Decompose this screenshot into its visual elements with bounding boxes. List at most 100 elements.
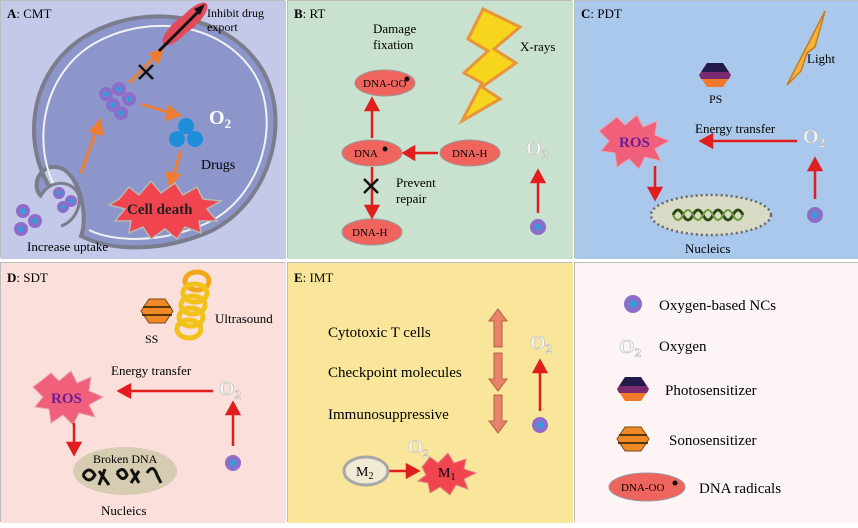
prevent-repair-line1: Prevent [396,175,436,190]
pdt-ros-burst [598,114,671,170]
legend-nc-icon [624,295,642,313]
panel-rt-canvas: B: RT Damage fixation X-rays DNA-OO DNA … [288,1,573,259]
panel-pdt-title: C: PDT [581,6,622,21]
prevent-repair-line2: repair [396,191,427,206]
light-label: Light [807,51,836,66]
panel-rt-title: B: RT [294,6,325,21]
inhibit-label-line1: Inhibit drug [207,6,264,20]
cell-death-label: Cell death [127,202,193,218]
damage-fixation-line2: fixation [373,37,414,52]
rt-dna-oo-radical-dot [404,76,410,82]
panel-imt: E: IMT Cytotoxic T cells Checkpoint mole… [287,262,573,523]
m2-label: M2 [356,465,373,482]
nc-cluster-outside [14,204,42,236]
panel-pdt: C: PDT Light PS Energy transfer ROS O2 [574,0,858,259]
panel-imt-title: E: IMT [294,270,333,285]
sdt-energy-transfer-label: Energy transfer [111,363,192,378]
sdt-nc-icon [225,455,241,471]
increase-uptake-label: Increase uptake [27,239,108,254]
legend-oxygen-label: Oxygen [659,339,707,355]
legend-dna-oo-label: DNA-OO [621,482,664,494]
blocked-export-x [138,64,154,80]
pdt-dna-helix [671,208,745,222]
ultrasound-waves-icon [174,269,212,341]
inhibit-label-line2: export [207,20,238,34]
imt-o2-mid-label: O2 [408,437,429,460]
cell-membrane [31,14,278,250]
sdt-nucleics-label: Nucleics [101,503,146,518]
cell-death-burst [107,179,224,241]
panel-cmt-title: A: CMT [7,6,51,21]
legend-sonosensitizer-icon [616,426,650,452]
pdt-nc-icon [807,207,823,223]
checkpoint-molecules-label: Checkpoint molecules [328,365,462,381]
imt-o2-right-label: O2 [530,332,552,356]
up-arrow-icon [488,308,508,348]
pdt-o2-label: O2 [803,126,825,150]
ps-label: PS [709,92,722,106]
rt-dna-h-right-label: DNA-H [452,148,487,160]
panel-pdt-canvas: C: PDT Light PS Energy transfer ROS O2 [575,1,858,259]
legend-photosensitizer-icon [617,377,649,401]
panel-cmt-canvas: Inhibit drug export O2 Drugs Cell death … [1,1,286,259]
nc-cluster-pocket [53,187,77,213]
sdt-ros-label: ROS [51,391,82,407]
sdt-ros-burst [32,370,105,426]
pdt-ros-label: ROS [619,135,650,151]
rt-dna-h-bottom-label: DNA-H [352,227,387,239]
pdt-nucleics-label: Nucleics [685,241,730,256]
nc-cluster-center [99,82,136,120]
sdt-o2-label: O2 [219,378,241,402]
xrays-label: X-rays [520,39,555,54]
rt-dna-label: DNA [354,148,378,160]
drugs-label: Drugs [201,158,235,173]
panel-legend: Oxygen-based NCs O2 Oxygen Photosensitiz… [574,262,858,523]
export-pump-icon [157,2,208,53]
legend-dna-radicals-label: DNA radicals [699,481,781,497]
panel-sdt-canvas: D: SDT Ultrasound SS Energy transfer ROS… [1,263,286,523]
xrays-lightning-icon [458,7,523,125]
panel-legend-canvas: Oxygen-based NCs O2 Oxygen Photosensitiz… [575,263,858,523]
pdt-dna-helix-strand [672,209,744,221]
rt-dna-radical-dot [382,146,388,152]
sdt-red-arrows [65,382,242,457]
imt-nc-icon [532,417,548,433]
legend-sonosensitizer-label: Sonosensitizer [669,433,757,449]
down-arrow-icon-2 [488,394,508,434]
legend-oxygen-symbol: O2 [619,336,641,360]
legend-dna-radical-dot [672,480,678,486]
drugs-icon [169,118,203,147]
pdt-energy-transfer-label: Energy transfer [695,121,776,136]
m1-label: M1 [438,466,455,483]
ss-label: SS [145,332,158,346]
rt-dna-h-right-ellipse [439,139,501,167]
pdt-photosensitizer-icon [699,63,731,87]
panel-rt-background [288,1,573,259]
pdt-nucleus [649,193,773,237]
panel-sdt: D: SDT Ultrasound SS Energy transfer ROS… [0,262,286,523]
legend-nc-label: Oxygen-based NCs [659,298,776,314]
immunosuppressive-label: Immunosuppressive [328,407,449,423]
pdt-red-arrows [646,132,824,202]
m1-burst [416,452,478,496]
panel-rt: B: RT Damage fixation X-rays DNA-OO DNA … [287,0,573,259]
down-arrow-icon [488,352,508,392]
panel-imt-canvas: E: IMT Cytotoxic T cells Checkpoint mole… [288,263,573,523]
ultrasound-label: Ultrasound [215,311,273,326]
rt-o2-label: O2 [526,138,548,162]
rt-prevent-x [363,178,379,194]
panel-sdt-title: D: SDT [7,270,48,285]
cytotoxic-t-cells-label: Cytotoxic T cells [328,325,431,341]
sdt-sonosensitizer-icon [140,298,174,324]
legend-dna-oo-ellipse [608,472,686,502]
m2-macrophage [342,455,390,487]
broken-dna-label: Broken DNA [93,452,158,466]
imt-red-arrows [380,358,549,480]
damage-fixation-line1: Damage [373,21,417,36]
light-beam-icon [786,10,826,86]
rt-dna-oo-label: DNA-OO [363,78,406,90]
panel-cmt: Inhibit drug export O2 Drugs Cell death … [0,0,286,259]
rt-dna-oo-ellipse [354,69,416,97]
broken-dna-fragments [81,467,163,486]
